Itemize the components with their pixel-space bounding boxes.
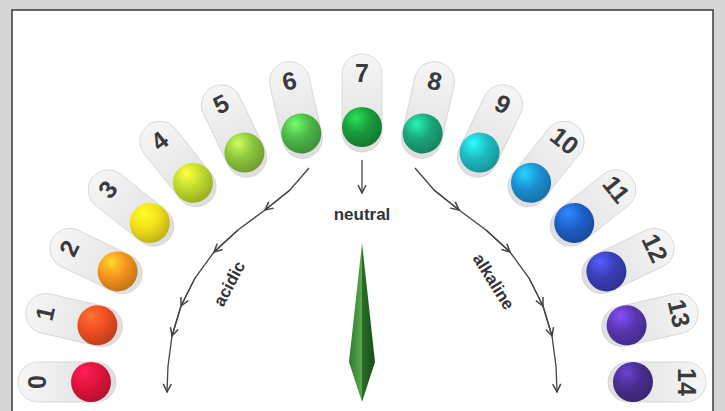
ph-color-ball (602, 301, 650, 349)
tab-outline (597, 290, 701, 351)
tab-outline (266, 58, 327, 162)
pointer-needle (349, 243, 375, 402)
ph-color-ball (278, 109, 326, 157)
ph-value: 1 (30, 303, 60, 323)
ph-tab-label-holder: 14 (673, 361, 701, 403)
ph-color-ball (503, 155, 559, 211)
ph-color-ball (165, 155, 221, 211)
ph-color-ball (342, 107, 382, 147)
ph-tab: 0 (17, 361, 117, 403)
ph-value: 7 (355, 59, 369, 87)
ph-value: 8 (424, 66, 444, 96)
ph-value: 14 (673, 368, 701, 396)
ph-color-ball (579, 245, 632, 298)
neutral-label: neutral (334, 205, 391, 225)
ph-color-ball (453, 126, 506, 179)
ph-tab: 14 (607, 361, 707, 403)
tab-outline (608, 362, 706, 402)
ph-value: 6 (280, 66, 300, 96)
tab-outline (22, 290, 126, 351)
ph-value: 2 (54, 236, 85, 261)
ph-tab-label-holder: 0 (23, 361, 51, 403)
ph-value: 9 (491, 88, 516, 119)
ph-color-ball (74, 301, 122, 349)
ph-value: 13 (662, 297, 695, 330)
ph-color-ball (122, 195, 178, 251)
ph-tab-label-holder: 7 (341, 59, 383, 87)
tab-outline (18, 362, 116, 402)
tab-outline (342, 54, 382, 152)
ph-color-ball (546, 195, 602, 251)
ph-color-ball (613, 362, 653, 402)
neutral-arrow (361, 160, 362, 193)
ph-value: 5 (209, 88, 234, 119)
ph-color-ball (398, 109, 446, 157)
ph-color-ball (71, 362, 111, 402)
ph-color-ball (91, 245, 144, 298)
ph-color-ball (218, 126, 271, 179)
ph-tab: 7 (341, 53, 383, 153)
white-panel (12, 10, 713, 411)
tab-outline (575, 222, 681, 301)
tab-outline (397, 58, 458, 162)
ph-value: 0 (23, 375, 51, 389)
tab-outline (195, 78, 274, 184)
